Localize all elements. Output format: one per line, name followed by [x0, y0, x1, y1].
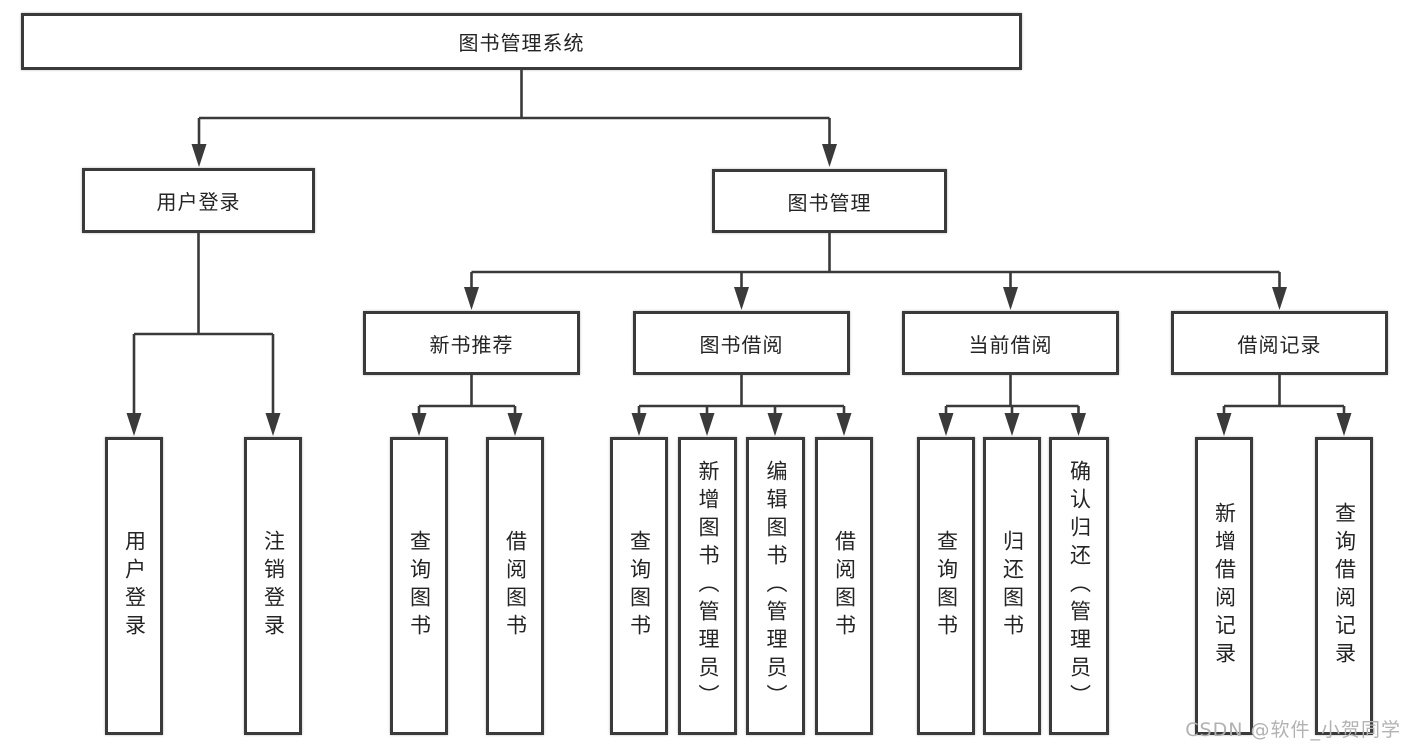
- node-book-management: 图书管理: [712, 169, 947, 233]
- leaf-query-books-current: 查询图书: [917, 437, 975, 735]
- leaf-edit-books-admin: 编辑图书（管理员）: [746, 437, 805, 735]
- leaf-return-books: 归还图书: [983, 437, 1041, 735]
- leaf-add-borrow-record-label: 新增借阅记录: [1212, 502, 1237, 670]
- node-current-borrowing: 当前借阅: [902, 311, 1119, 375]
- leaf-query-borrow-record-label: 查询借阅记录: [1332, 502, 1357, 670]
- leaf-return-books-label: 归还图书: [1000, 530, 1025, 642]
- leaf-add-books-admin-label: 新增图书（管理员）: [696, 460, 720, 712]
- node-borrowing-records: 借阅记录: [1171, 311, 1388, 375]
- leaf-borrow-books-label: 借阅图书: [832, 530, 857, 642]
- leaf-borrow-books-recommend: 借阅图书: [486, 437, 544, 735]
- node-root-system: 图书管理系统: [21, 13, 1022, 70]
- leaf-confirm-return-admin-label: 确认归还（管理员）: [1067, 460, 1092, 712]
- node-book-borrowing-label: 图书借阅: [699, 332, 784, 357]
- leaf-user-login: 用户登录: [105, 437, 163, 735]
- node-new-book-recommend-label: 新书推荐: [429, 332, 514, 357]
- leaf-borrow-books: 借阅图书: [815, 437, 873, 735]
- leaf-query-borrow-record: 查询借阅记录: [1315, 437, 1373, 735]
- node-root-label: 图书管理系统: [458, 31, 585, 55]
- node-book-management-label: 图书管理: [787, 190, 872, 215]
- leaf-query-books-current-label: 查询图书: [934, 530, 959, 642]
- leaf-query-books-borrowing-label: 查询图书: [627, 530, 652, 642]
- watermark-text: CSDN @软件_小贺同学: [1185, 719, 1401, 741]
- leaf-query-books-recommend: 查询图书: [390, 437, 448, 735]
- leaf-borrow-books-recommend-label: 借阅图书: [503, 530, 528, 642]
- leaf-query-books-borrowing: 查询图书: [610, 437, 668, 735]
- node-user-login-label: 用户登录: [156, 190, 241, 214]
- leaf-query-books-recommend-label: 查询图书: [407, 530, 432, 642]
- node-book-borrowing: 图书借阅: [633, 311, 850, 375]
- node-borrowing-records-label: 借阅记录: [1237, 332, 1322, 357]
- leaf-confirm-return-admin: 确认归还（管理员）: [1049, 437, 1109, 735]
- node-current-borrowing-label: 当前借阅: [968, 332, 1053, 357]
- leaf-edit-books-admin-label: 编辑图书（管理员）: [764, 460, 788, 712]
- node-new-book-recommend: 新书推荐: [363, 311, 580, 375]
- leaf-add-books-admin: 新增图书（管理员）: [678, 437, 737, 735]
- node-user-login: 用户登录: [82, 168, 315, 233]
- leaf-logout-label: 注销登录: [261, 530, 286, 642]
- leaf-add-borrow-record: 新增借阅记录: [1195, 437, 1253, 735]
- leaf-logout: 注销登录: [244, 437, 302, 735]
- leaf-user-login-label: 用户登录: [122, 530, 147, 642]
